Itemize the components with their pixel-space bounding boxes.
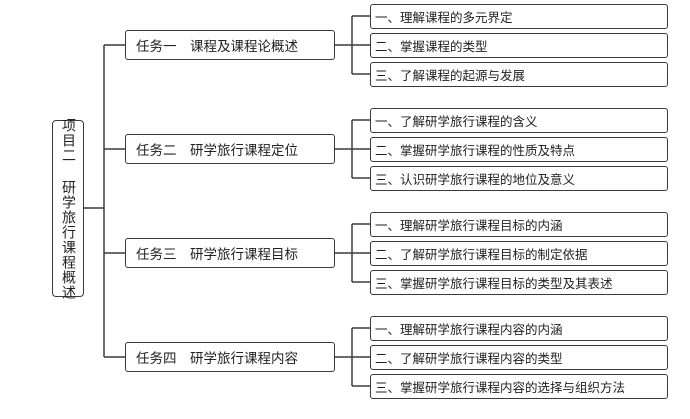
subtopic-label: 三、掌握研学旅行课程内容的选择与组织方法 xyxy=(375,379,626,395)
subtopic-label: 三、认识研学旅行课程的地位及意义 xyxy=(375,171,576,187)
task-node-1: 任务一 课程及课程论概述 xyxy=(125,30,335,60)
subtopic-node: 二、了解研学旅行课程目标的制定依据 xyxy=(370,240,668,266)
task-node-4: 任务四 研学旅行课程内容 xyxy=(125,342,335,372)
subtopic-label: 二、掌握研学旅行课程的性质及特点 xyxy=(375,142,576,158)
subtopic-label: 一、了解研学旅行课程的含义 xyxy=(375,113,538,129)
subtopic-label: 一、理解研学旅行课程内容的内涵 xyxy=(375,321,563,337)
subtopic-node: 三、掌握研学旅行课程内容的选择与组织方法 xyxy=(370,373,668,399)
subtopic-node: 一、了解研学旅行课程的含义 xyxy=(370,107,668,133)
task-node-3: 任务三 研学旅行课程目标 xyxy=(125,238,335,268)
subtopic-label: 三、了解课程的起源与发展 xyxy=(375,67,526,83)
subtopic-label: 一、理解研学旅行课程目标的内涵 xyxy=(375,217,563,233)
subtopic-label: 二、了解研学旅行课程目标的制定依据 xyxy=(375,246,588,262)
task-label: 任务一 课程及课程论概述 xyxy=(136,39,298,55)
subtopic-node: 一、理解课程的多元界定 xyxy=(370,3,668,29)
subtopic-label: 二、了解研学旅行课程内容的类型 xyxy=(375,350,563,366)
subtopic-node: 三、认识研学旅行课程的地位及意义 xyxy=(370,165,668,191)
subtopic-node: 三、了解课程的起源与发展 xyxy=(370,61,668,87)
task-label: 任务四 研学旅行课程内容 xyxy=(136,351,298,367)
root-node: 项目二 研学旅行课程概述 xyxy=(52,117,84,300)
task-label: 任务二 研学旅行课程定位 xyxy=(136,143,298,159)
task-node-2: 任务二 研学旅行课程定位 xyxy=(125,134,335,164)
subtopic-node: 一、理解研学旅行课程目标的内涵 xyxy=(370,211,668,237)
subtopic-node: 三、掌握研学旅行课程目标的类型及其表述 xyxy=(370,269,668,295)
subtopic-label: 二、掌握课程的类型 xyxy=(375,38,488,54)
subtopic-node: 二、掌握研学旅行课程的性质及特点 xyxy=(370,136,668,162)
subtopic-label: 一、理解课程的多元界定 xyxy=(375,9,513,25)
subtopic-label: 三、掌握研学旅行课程目标的类型及其表述 xyxy=(375,275,613,291)
root-label: 项目二 研学旅行课程概述 xyxy=(60,117,76,300)
subtopic-node: 二、了解研学旅行课程内容的类型 xyxy=(370,344,668,370)
subtopic-node: 二、掌握课程的类型 xyxy=(370,32,668,58)
subtopic-node: 一、理解研学旅行课程内容的内涵 xyxy=(370,315,668,341)
task-label: 任务三 研学旅行课程目标 xyxy=(136,247,298,263)
